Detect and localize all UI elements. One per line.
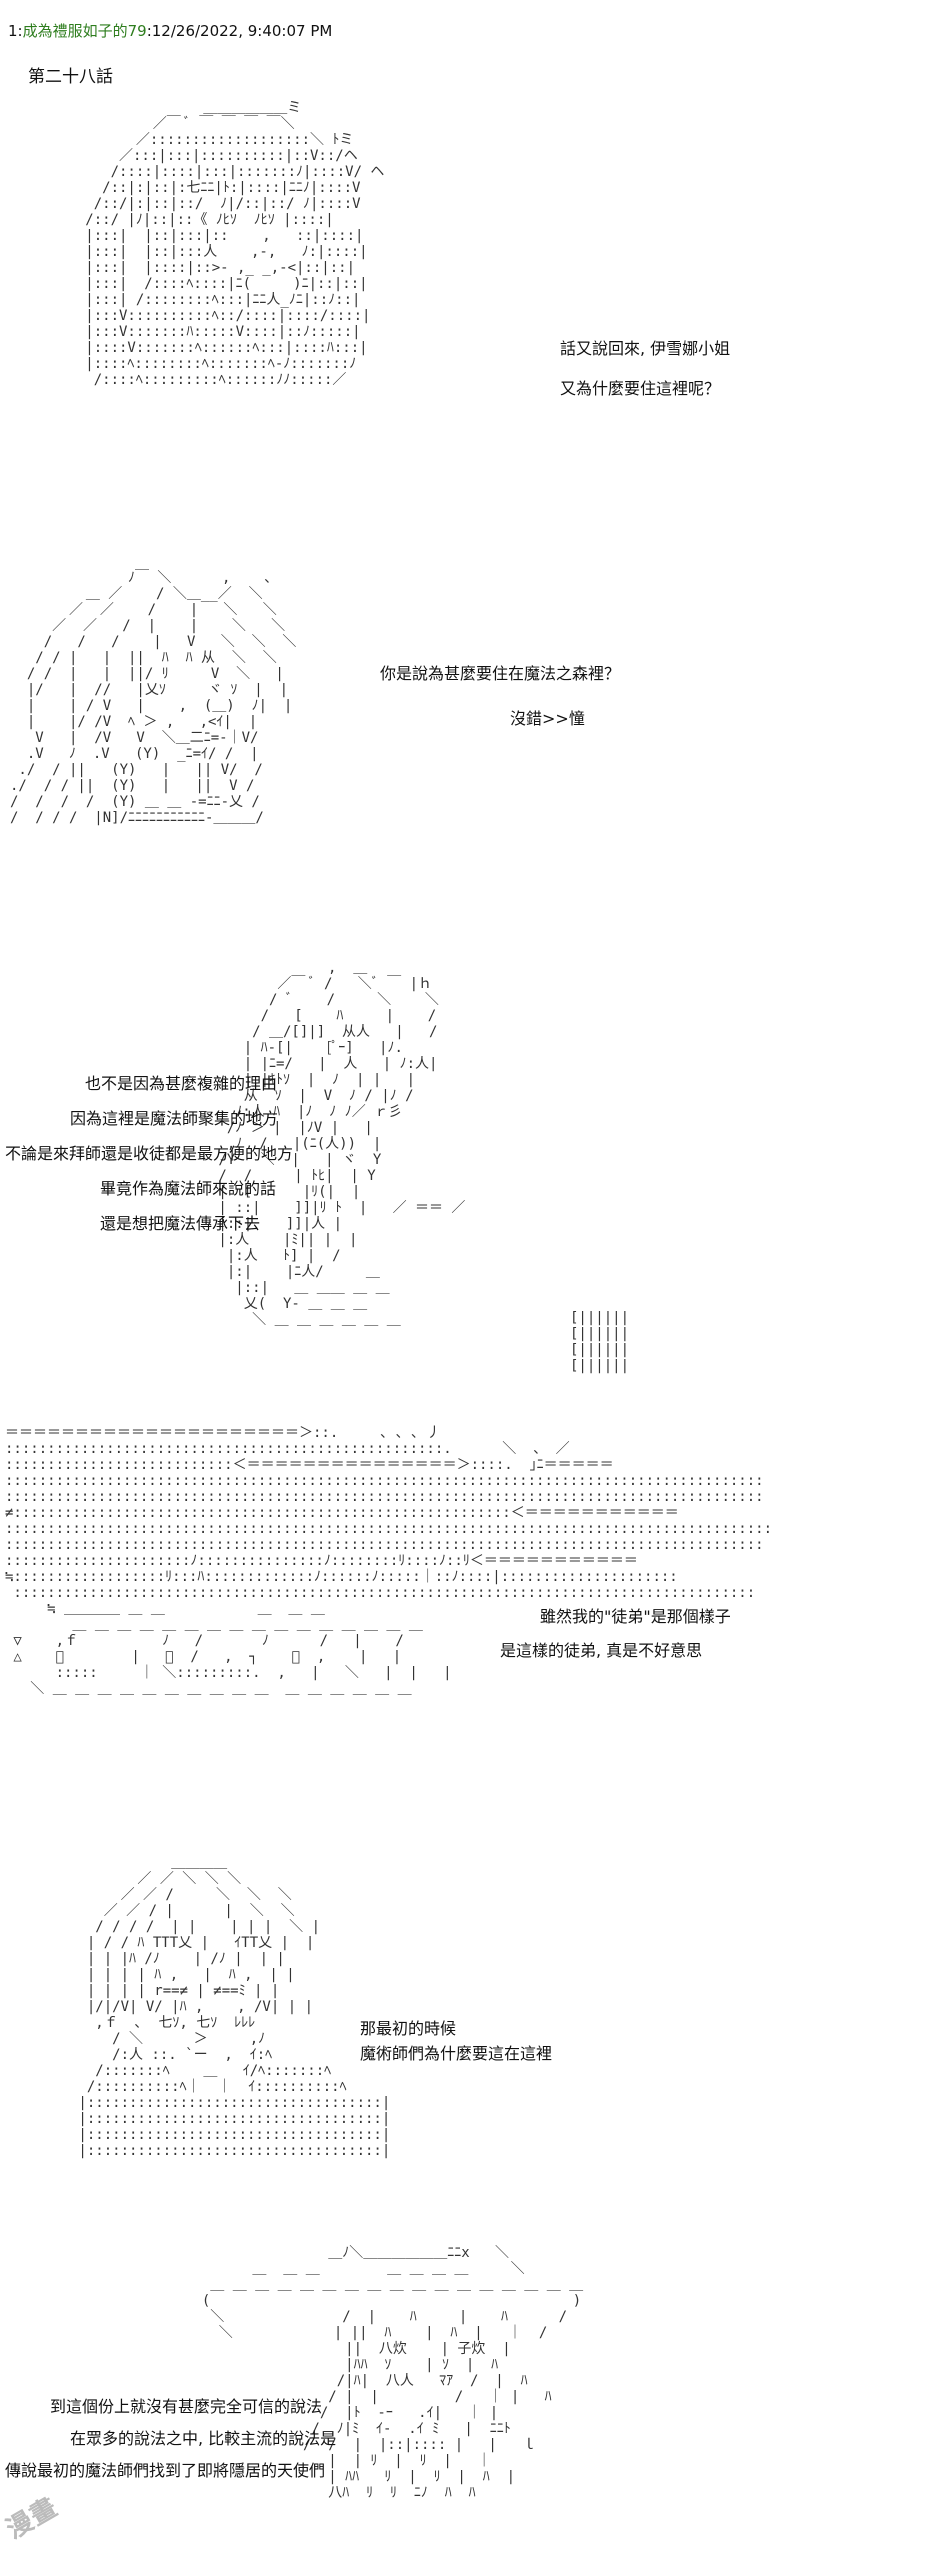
dialogue-line: 傳說最初的魔法師們找到了即將隱居的天使們 — [5, 2461, 326, 2480]
dialogue-line: 畢竟作為魔法師來說的話 — [100, 1179, 277, 1198]
ascii-art-panel-5: ＿＿＿＿ ／ ／ ＼ ＼ ＼ ／ ／ / ＼ ＼ ＼ ／ ／ / | | ＼ ＼… — [78, 1855, 391, 2159]
ascii-art-panel-1: ＿＿＿＿＿＿ミ ／￣ ﾞ ￣ ￣ ￣ ￣＼ ／:::::::::::::::::… — [85, 100, 385, 388]
ascii-art-panel-2: ﾉ￣ ＼ , 、 ＿ ／ / ＼＿__／ ＼ ／ ／ / | ＼ ＼ ／ ／ /… — [10, 570, 297, 826]
dialogue-line: 不論是來拜師還是收徒都是最方便的地方 — [5, 1144, 294, 1163]
dialogue-line: 那最初的時候 — [360, 2019, 457, 2038]
dialogue-line: 因為這裡是魔法師聚集的地方 — [70, 1109, 279, 1128]
post-date: :12/26/2022, 9:40:07 PM — [146, 22, 333, 40]
dialogue-line: 到這個份上就沒有甚麼完全可信的說法 — [50, 2397, 323, 2416]
ascii-art-panel-3: , ＿ ／￣ ﾞ / ＼ﾞ ￣ |ｈ / ﾞ / ＼ ＼ / [ ﾊ | / /… — [218, 960, 466, 1328]
post-number: 1: — [8, 22, 23, 40]
dialogue-line: 魔術師們為什麼要這在這裡 — [360, 2044, 553, 2063]
dialogue-line: 你是說為甚麼要住在魔法之森裡？ — [380, 664, 621, 683]
dialogue-line: 沒錯>>憧 — [510, 709, 585, 728]
dialogue-line: 在眾多的說法之中, 比較主流的說法是 — [70, 2429, 337, 2448]
dialogue-line: 還是想把魔法傳承下去 — [100, 1214, 261, 1233]
ascii-art-panel-4: ＝＝＝＝＝＝＝＝＝＝＝＝＝＝＝＝＝＝＝＝＝＞::. ､ ､ ､ 丿 ::::::… — [5, 1425, 773, 1697]
dialogue-line: 又為什麼要住這裡呢？ — [560, 379, 721, 398]
dialogue-line: 話又說回來, 伊雪娜小姐 — [560, 339, 731, 358]
dialogue-line: 是這樣的徒弟, 真是不好意思 — [500, 1641, 703, 1660]
chapter-title: 第二十八話 — [28, 67, 113, 87]
dialogue-line: 也不是因為甚麼複雜的理由 — [85, 1074, 278, 1093]
post-header: 1:成為禮服如子的79:12/26/2022, 9:40:07 PM — [8, 22, 332, 40]
ascii-art-panel-6: ＿ﾉ＼＿＿＿＿＿＿ﾆﾆx ＼ ＿ ＿ ＿ ＿ ＿ ＿ ＿ ＼ ＿ ＿ ＿ ＿ ＿… — [201, 2245, 584, 2501]
ascii-art-panel-3-book: [|||||| [|||||| [|||||| [|||||| — [570, 1310, 630, 1374]
author-name[interactable]: 成為禮服如子的79 — [22, 22, 147, 40]
dialogue-line: 雖然我的"徒弟"是那個樣子 — [540, 1607, 731, 1626]
site-watermark: 漫畫 — [1, 2492, 64, 2546]
